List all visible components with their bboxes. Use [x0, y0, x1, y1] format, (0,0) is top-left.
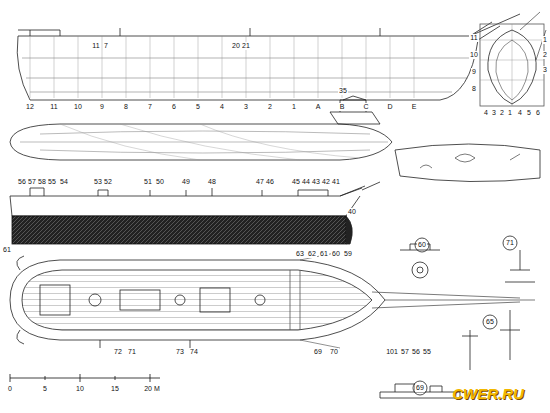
callout-number: 57	[27, 178, 37, 186]
callout-number: 72	[113, 348, 123, 356]
callout-number: 41	[331, 178, 341, 186]
callout-number: 61	[319, 250, 329, 258]
callout-number: 3	[243, 103, 249, 111]
callout-number: 6	[535, 109, 541, 117]
callout-number: 50	[155, 178, 165, 186]
callout-number: 3	[542, 66, 548, 74]
frame-line	[30, 36, 31, 98]
frame-line	[198, 36, 199, 98]
callout-number: 65	[485, 318, 495, 326]
callout-number: 55	[422, 348, 432, 356]
callout-number: 45	[291, 178, 301, 186]
callout-number: 0	[7, 385, 13, 393]
callout-number: 20 M	[143, 385, 161, 393]
callout-number: 52	[103, 178, 113, 186]
callout-number: 5	[42, 385, 48, 393]
callout-number: 5	[526, 109, 532, 117]
callout-number: 55	[47, 178, 57, 186]
callout-number: D	[386, 103, 393, 111]
callout-number: 20	[231, 42, 241, 50]
frame-line	[414, 36, 415, 98]
callout-number: 4	[517, 109, 523, 117]
frame-line	[150, 36, 151, 98]
callout-number: 21	[241, 42, 251, 50]
callout-number: 9	[99, 103, 105, 111]
callout-number: E	[411, 103, 418, 111]
callout-number: 6	[171, 103, 177, 111]
callout-number: 57	[400, 348, 410, 356]
callout-number: 51	[143, 178, 153, 186]
callout-number: 1	[542, 36, 548, 44]
callout-number: 69	[313, 348, 323, 356]
callout-number: 2	[267, 103, 273, 111]
callout-number: 70	[329, 348, 339, 356]
frame-line	[270, 36, 271, 98]
callout-number: 56	[411, 348, 421, 356]
callout-number: 4	[483, 109, 489, 117]
callout-number: 35	[338, 87, 348, 95]
frame-line	[54, 36, 55, 98]
callout-number: 7	[103, 42, 109, 50]
frame-line	[222, 36, 223, 98]
frame-line	[126, 36, 127, 98]
callout-number: 8	[471, 85, 477, 93]
callout-number: 4	[219, 103, 225, 111]
callout-number: 47	[255, 178, 265, 186]
callout-number: 9	[471, 68, 477, 76]
callout-number: 8	[123, 103, 129, 111]
callout-number: 10	[469, 51, 479, 59]
callout-number: 7	[147, 103, 153, 111]
callout-number: 53	[93, 178, 103, 186]
callout-number: 71	[127, 348, 137, 356]
callout-number: B	[339, 103, 346, 111]
callout-number: A	[315, 103, 322, 111]
callout-number: 12	[25, 103, 35, 111]
callout-number: 48	[207, 178, 217, 186]
callout-number: 11	[49, 103, 58, 111]
callout-number: 54	[59, 178, 69, 186]
callout-number: 2	[542, 51, 548, 59]
callout-number: 49	[181, 178, 191, 186]
frame-line	[174, 36, 175, 98]
frame-line	[78, 36, 79, 98]
callout-number: 71	[505, 239, 515, 247]
callout-number: 46	[265, 178, 275, 186]
callout-number: 3	[491, 109, 497, 117]
callout-number: 15	[110, 385, 120, 393]
callout-number: 11	[469, 34, 478, 42]
callout-number: 69	[415, 384, 425, 392]
callout-number: 73	[175, 348, 185, 356]
callout-number: 10	[75, 385, 85, 393]
callout-number: 40	[347, 208, 357, 216]
frame-line	[366, 36, 367, 98]
callout-number: 42	[321, 178, 331, 186]
callout-number: 1	[507, 109, 513, 117]
callout-number: 56	[17, 178, 27, 186]
callout-number: 61	[2, 246, 12, 254]
callout-number: 101	[385, 348, 399, 356]
frame-line	[294, 36, 295, 98]
callout-number: C	[362, 103, 369, 111]
watermark: CWER.RU	[451, 386, 525, 402]
callout-number: 44	[301, 178, 311, 186]
callout-number: 59	[343, 250, 353, 258]
callout-number: 63	[295, 250, 305, 258]
callout-number: 11	[91, 42, 100, 50]
callout-number: 74	[189, 348, 199, 356]
frame-line	[390, 36, 391, 98]
callout-number: 62	[307, 250, 317, 258]
callout-number: 1	[291, 103, 297, 111]
callout-number: 10	[73, 103, 83, 111]
callout-number: 5	[195, 103, 201, 111]
callout-number: 2	[499, 109, 505, 117]
callout-number: 58	[37, 178, 47, 186]
callout-number: 60	[417, 241, 427, 249]
callout-number: 43	[311, 178, 321, 186]
callout-number: 60	[331, 250, 341, 258]
frame-line	[318, 36, 319, 98]
